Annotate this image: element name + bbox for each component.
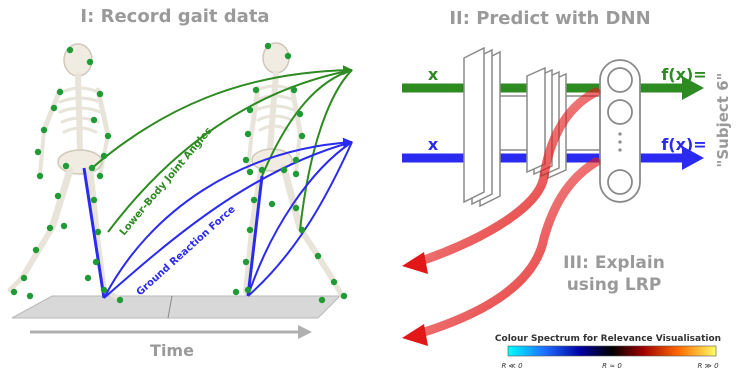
joint-angle-curves	[91, 65, 353, 233]
input-x-bottom: x	[428, 135, 439, 154]
marker-dot	[116, 296, 124, 304]
marker-dot	[104, 132, 112, 140]
relevance-arrowhead-top	[402, 252, 428, 274]
marker-dot	[296, 110, 304, 118]
marker-dot	[84, 274, 92, 282]
marker-dot	[32, 246, 40, 254]
grf-curves	[103, 137, 353, 299]
marker-dot	[96, 172, 104, 180]
marker-dot	[314, 252, 322, 260]
marker-dot	[10, 288, 18, 296]
marker-dot	[232, 288, 240, 296]
grf-label: Ground Reaction Force	[135, 204, 238, 298]
motion-capture-markers	[10, 42, 348, 304]
panel-explain-lrp: III: Explain using LRP Colour Spectrum f…	[402, 87, 721, 370]
marker-dot	[36, 172, 44, 180]
marker-dot	[26, 292, 34, 300]
marker-dot	[92, 258, 100, 266]
marker-dot	[50, 104, 58, 112]
marker-dot	[100, 152, 108, 160]
green-flow-arrowhead	[682, 76, 704, 100]
marker-dot	[330, 278, 338, 286]
marker-dot	[96, 90, 104, 98]
output-fx-bottom: f(x)=	[661, 135, 706, 154]
grf-vector-left	[82, 167, 106, 299]
marker-dot	[242, 258, 250, 266]
marker-dot	[246, 106, 254, 114]
subject-label: "Subject 6"	[714, 73, 732, 168]
relevance-colorbar	[507, 345, 717, 357]
panel1-title: I: Record gait data	[80, 6, 269, 27]
marker-dot	[244, 286, 252, 294]
marker-dot	[292, 156, 300, 164]
marker-dot	[90, 116, 98, 124]
panel3-title-line1: III: Explain	[563, 253, 665, 273]
marker-dot	[34, 148, 42, 156]
colorbar-tick-zero: R ≈ 0	[602, 362, 622, 370]
marker-dot	[244, 130, 252, 138]
marker-dot	[280, 166, 288, 174]
marker-dot	[250, 196, 258, 204]
marker-dot	[264, 42, 272, 50]
marker-dot	[340, 292, 348, 300]
joint-angle-label: Lower-Body Joint Angles	[118, 125, 215, 237]
marker-dot	[318, 296, 326, 304]
marker-dot	[40, 126, 48, 134]
marker-dot	[290, 86, 298, 94]
panel-record-gait: I: Record gait data Time	[7, 6, 353, 360]
marker-dot	[62, 162, 70, 170]
marker-dot	[284, 52, 292, 60]
marker-dot	[88, 164, 96, 172]
marker-dot	[66, 46, 74, 54]
marker-dot	[246, 168, 254, 176]
marker-dot	[298, 226, 306, 234]
panel-predict-dnn: II: Predict with DNN x x	[402, 8, 732, 208]
marker-dot	[298, 132, 306, 140]
time-arrow-head	[298, 325, 312, 339]
marker-dot	[94, 228, 102, 236]
marker-dot	[54, 192, 62, 200]
marker-dot	[60, 222, 68, 230]
marker-dot	[292, 170, 300, 178]
marker-dot	[268, 200, 276, 208]
marker-dot	[20, 274, 28, 282]
output-fx-top: f(x)=	[661, 65, 706, 84]
input-x-top: x	[428, 65, 439, 84]
dnn-layer-1	[463, 46, 501, 208]
marker-dot	[100, 286, 108, 294]
marker-dot	[86, 58, 94, 66]
marker-dot	[56, 88, 64, 96]
force-plate	[11, 295, 342, 319]
marker-dot	[252, 86, 260, 94]
grf-vector-right	[246, 175, 264, 297]
marker-dot	[46, 224, 54, 232]
marker-dot	[258, 166, 266, 174]
panel2-title: II: Predict with DNN	[449, 8, 650, 29]
colorbar-title: Colour Spectrum for Relevance Visualisat…	[495, 334, 721, 344]
marker-dot	[242, 156, 250, 164]
time-label: Time	[150, 341, 194, 360]
marker-dot	[90, 196, 98, 204]
relevance-arrow-top	[413, 87, 601, 267]
marker-dot	[292, 204, 300, 212]
relevance-arrowhead-bottom	[402, 324, 428, 346]
plate-divider	[167, 295, 173, 319]
colorbar-tick-positive: R ≫ 0	[697, 362, 719, 370]
blue-flow-arrowhead	[682, 146, 704, 170]
panel3-title-line2: using LRP	[567, 275, 662, 295]
relevance-arrow-bottom	[413, 157, 601, 339]
dnn-output-layer	[599, 59, 641, 203]
marker-dot	[246, 226, 254, 234]
colorbar-tick-negative: R ≪ 0	[501, 362, 523, 370]
skeleton-left	[7, 43, 121, 301]
